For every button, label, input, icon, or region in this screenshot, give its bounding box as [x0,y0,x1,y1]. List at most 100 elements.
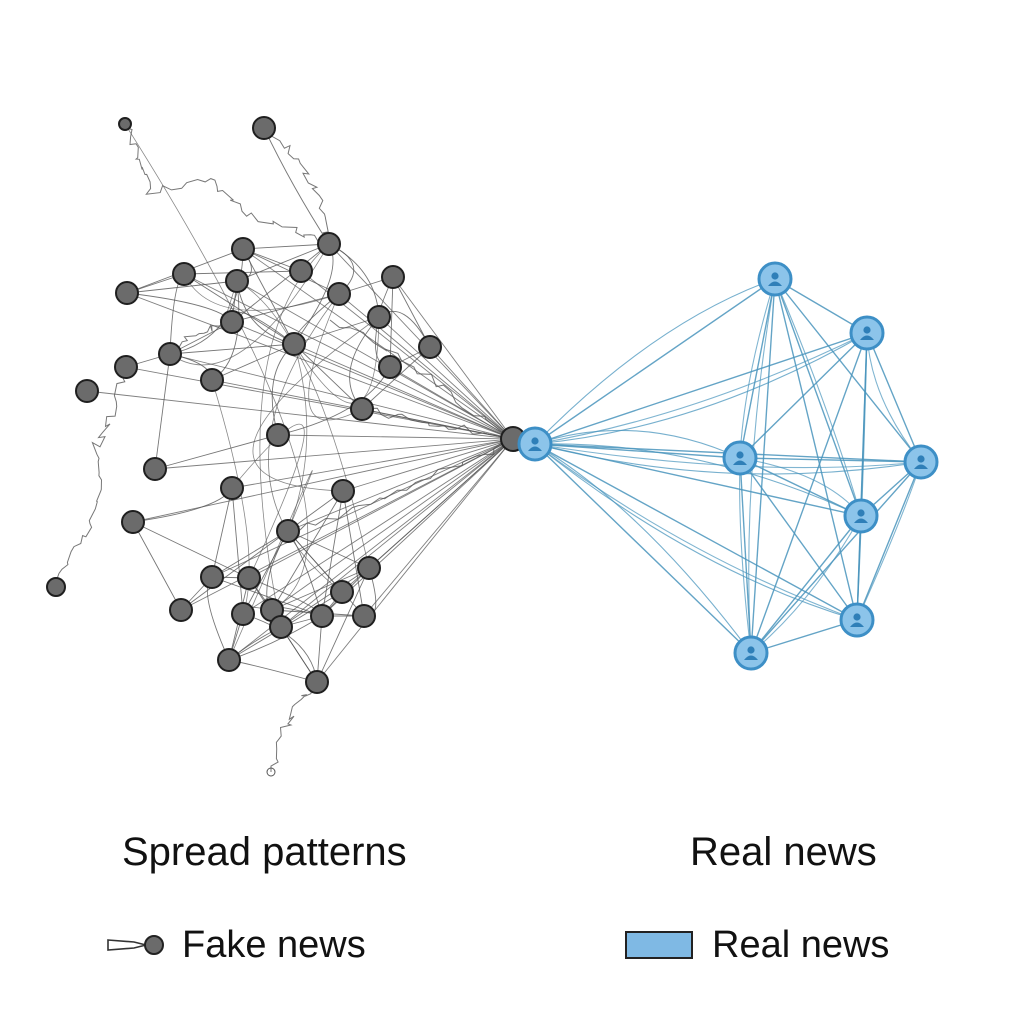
fake-news-node [418,335,442,359]
fake-news-node [367,305,391,329]
fake-hub-edge [389,366,514,440]
fake-hub-edge [378,316,514,440]
fake-diffusion-trail [270,683,322,772]
fake-edge [231,243,330,323]
real-edge [739,457,858,621]
real-edge [534,443,858,621]
real-edge [534,278,776,445]
person-icon [744,646,758,660]
real-news-edges [534,278,922,654]
fake-hub-edge [280,438,514,628]
fake-edge [271,490,344,611]
fake-news-node [158,342,182,366]
fake-edge [228,659,318,683]
fake-edge [211,530,289,578]
fake-news-node [310,604,334,628]
fake-news-node [121,510,145,534]
real-edge [534,443,922,475]
legend-real-news-swatch [625,931,693,959]
fake-edge [349,316,380,410]
fake-edge [316,567,370,683]
fake-hub-edge [271,438,514,611]
real-news-caption: Real news [690,830,877,874]
real-edge [750,332,868,654]
fake-news-node [220,310,244,334]
real-edge [750,515,862,654]
real-edge [534,429,741,459]
fake-edge [287,343,308,532]
network-diagram [46,116,939,777]
fake-diffusion-trail [329,319,516,439]
fake-edge [242,243,330,250]
fake-edge [231,487,244,615]
real-edge [748,278,776,654]
person-icon [528,437,542,451]
fake-news-node [143,457,167,481]
fake-hub-edge [287,438,514,532]
real-edge [739,457,752,654]
person-icon [733,451,747,465]
real-news-node [843,498,879,534]
fake-news-node [231,602,255,626]
fake-edge [293,316,380,404]
fake-edge [154,434,279,470]
real-news-node [733,635,769,671]
fake-news-node [75,379,99,403]
fake-diffusion-trail [55,363,128,588]
real-edge [739,332,868,459]
fake-news-node [330,580,354,604]
real-edge [774,278,858,621]
real-edge [534,332,868,445]
fake-news-nodes [46,116,526,694]
fake-edge [169,343,295,355]
real-news-node [517,426,553,462]
fake-hub-edge [236,280,514,440]
fake-edge [126,292,233,323]
fake-news-node [350,397,374,421]
fake-news-node [305,670,329,694]
fake-hub-edge [429,346,514,440]
fake-news-node [317,232,341,256]
person-icon [860,326,874,340]
person-icon [914,455,928,469]
legend-fake-news-label: Fake news [182,924,366,966]
fake-news-node [200,565,224,589]
fake-news-node [114,355,138,379]
fake-hub-edge [169,353,514,440]
fake-edge [132,521,182,611]
real-edge [774,278,922,463]
fake-news-node [276,519,300,543]
fake-edge [252,316,380,492]
fake-diffusion-trail [124,123,331,247]
real-edge [534,332,868,445]
fake-hub-edge [180,438,514,611]
spread-patterns-caption: Spread patterns [122,830,407,874]
fake-hub-edge [277,434,514,440]
fake-diffusion-trail [299,438,517,531]
fake-news-node [115,281,139,305]
real-edge [739,457,922,463]
fake-news-node [237,566,261,590]
real-edge [534,443,862,517]
real-edge [774,278,862,517]
fake-news-node [381,265,405,289]
fake-edge [154,353,171,470]
fake-hub-edge [363,438,514,617]
real-edge [739,278,776,459]
real-edge [739,278,776,459]
fake-edge [211,576,323,617]
person-icon [768,272,782,286]
fake-news-trails [55,123,517,777]
real-news-node [757,261,793,297]
fake-hub-edge [242,438,514,615]
fake-news-node [200,368,224,392]
fake-news-node [118,117,132,131]
fake-edge [236,243,330,282]
fake-news-node [327,282,351,306]
fake-edge [206,576,230,661]
node-with-trail-icon [107,935,164,955]
real-edge [774,278,868,334]
fake-news-node [172,262,196,286]
real-edge [534,278,776,445]
real-news-node [839,602,875,638]
